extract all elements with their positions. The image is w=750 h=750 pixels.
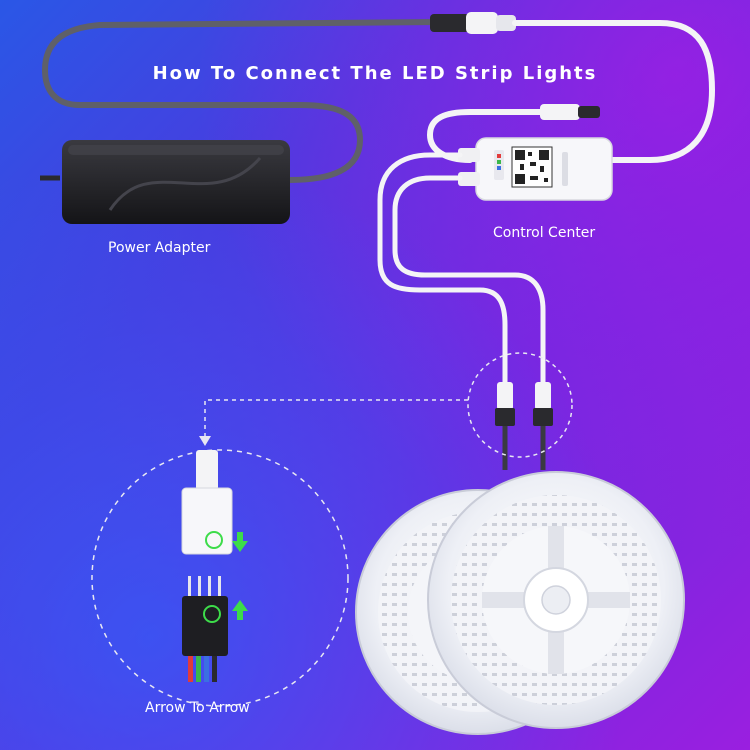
detail-circle	[91, 449, 349, 707]
power-adapter	[62, 140, 290, 224]
controller-power-cable	[512, 20, 716, 163]
control-center-label: Control Center	[493, 225, 596, 241]
female-connector	[181, 450, 233, 555]
strip-cables	[377, 152, 546, 388]
strip-plugs	[495, 382, 553, 470]
arrow-up-icon	[232, 600, 248, 620]
male-pin-connector	[182, 576, 228, 682]
dc-female-connector	[540, 104, 580, 120]
control-center-box	[458, 137, 613, 201]
callout-leader-line	[204, 399, 468, 438]
page-title: How To Connect The LED Strip Lights	[152, 63, 598, 84]
callout-arrowhead	[199, 436, 211, 446]
dc-cable	[40, 19, 443, 183]
led-reel-front	[427, 471, 685, 729]
callout-circle-small	[467, 352, 573, 458]
arrow-down-icon	[232, 532, 248, 552]
arrow-to-arrow-label: Arrow To Arrow	[145, 700, 250, 716]
dc-connector	[430, 12, 516, 34]
power-adapter-label: Power Adapter	[108, 240, 211, 256]
